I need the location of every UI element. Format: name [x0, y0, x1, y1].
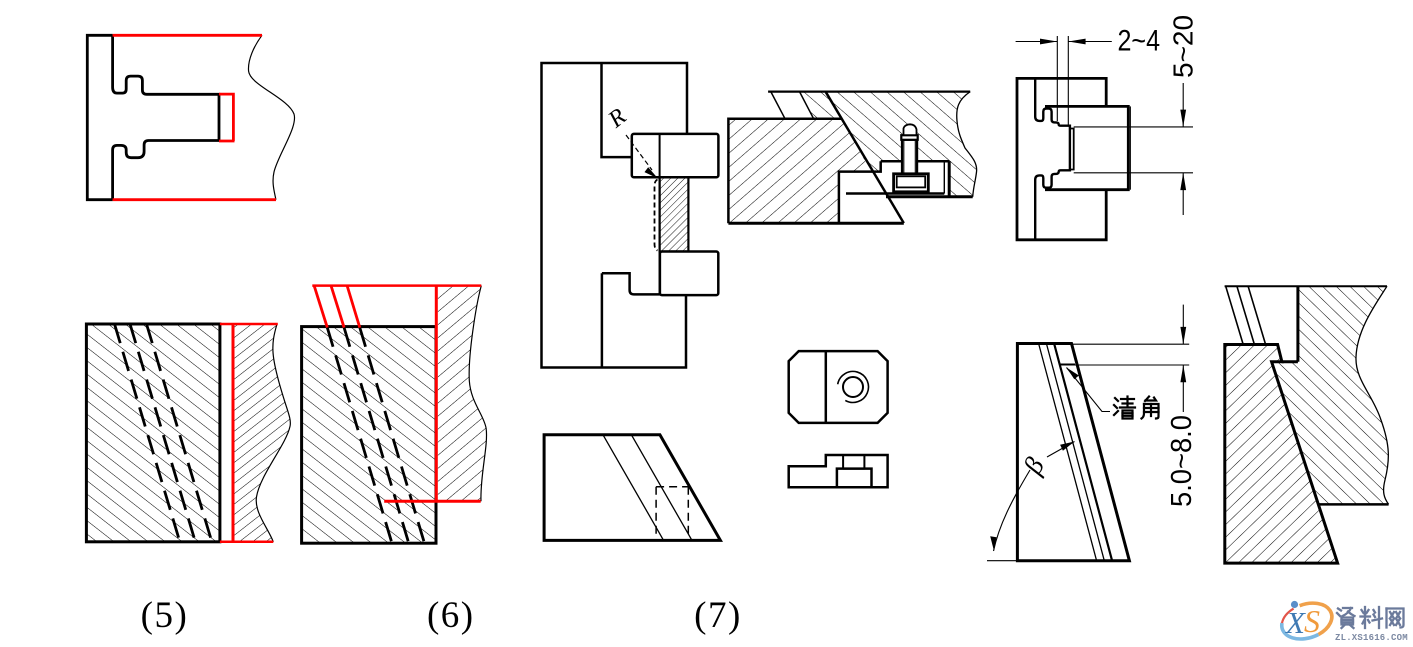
- svg-text:2~4: 2~4: [1118, 25, 1161, 58]
- svg-text:(7): (7): [694, 595, 742, 636]
- svg-text:5.0~8.0: 5.0~8.0: [1166, 415, 1198, 507]
- svg-text:(5): (5): [141, 595, 189, 636]
- svg-text:S: S: [1304, 603, 1320, 639]
- svg-text:X: X: [1284, 605, 1306, 640]
- svg-text:(6): (6): [427, 595, 475, 636]
- svg-text:ZL.XS1616.COM: ZL.XS1616.COM: [1335, 633, 1408, 643]
- svg-text:5~20: 5~20: [1167, 15, 1198, 78]
